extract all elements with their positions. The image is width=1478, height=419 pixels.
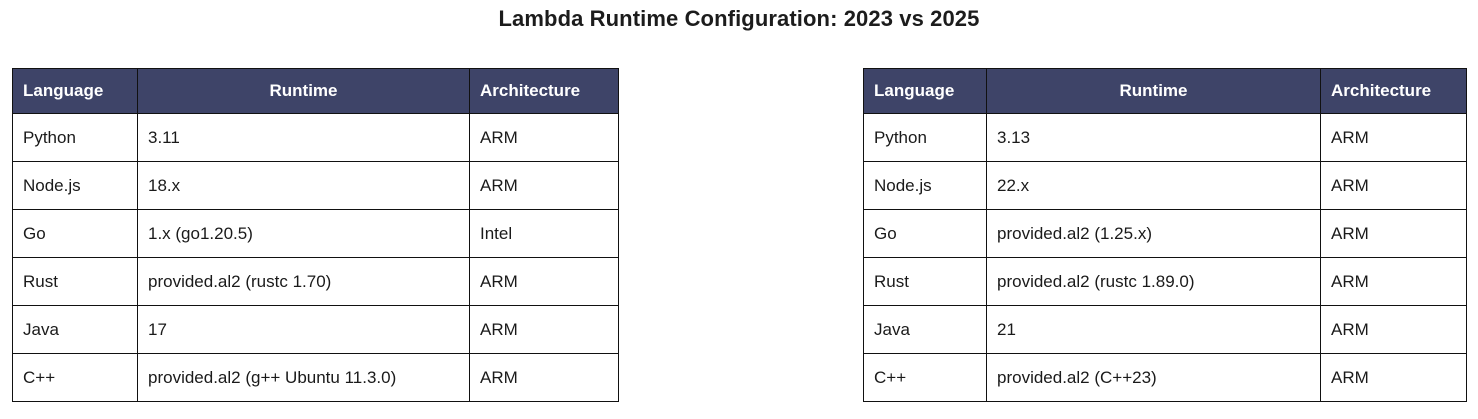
cell-language: Node.js xyxy=(12,161,138,210)
cell-runtime-text: 22.x xyxy=(997,175,1030,195)
cell-runtime: 22.x xyxy=(986,161,1321,210)
cell-runtime: 17 xyxy=(137,305,470,354)
column-header-architecture[interactable]: Architecture xyxy=(469,68,619,114)
cell-language: Python xyxy=(863,113,987,162)
cell-language: Go xyxy=(12,209,138,258)
cell-language: Rust xyxy=(12,257,138,306)
cell-architecture: ARM xyxy=(469,257,619,306)
column-header-architecture[interactable]: Architecture xyxy=(1320,68,1467,114)
table-header-row: Language Runtime Architecture xyxy=(12,68,619,114)
cell-runtime-text: provided.al2 (C++23) xyxy=(997,367,1157,387)
column-header-runtime[interactable]: Runtime xyxy=(986,68,1321,114)
cell-runtime-text: 1.x (go1.20.5) xyxy=(148,223,253,243)
table-row: C++ provided.al2 (g++ Ubuntu 11.3.0) ARM xyxy=(12,353,619,402)
column-header-runtime[interactable]: Runtime xyxy=(137,68,470,114)
cell-runtime: provided.al2 (rustc 1.70) xyxy=(137,257,470,306)
runtime-table-2025: Language Runtime Architecture Python 3.1… xyxy=(863,68,1467,402)
column-header-language[interactable]: Language xyxy=(863,68,987,114)
cell-architecture: ARM xyxy=(1320,113,1467,162)
table-row: Go 1.x (go1.20.5) Intel xyxy=(12,209,619,258)
cell-runtime-text: provided.al2 (rustc 1.70) xyxy=(148,271,332,291)
cell-runtime-text: 21 xyxy=(997,319,1016,339)
cell-runtime: provided.al2 (1.25.x) xyxy=(986,209,1321,258)
cell-language: Node.js xyxy=(863,161,987,210)
table-row: Rust provided.al2 (rustc 1.70) ARM xyxy=(12,257,619,306)
table-row: Java 17 ARM xyxy=(12,305,619,354)
cell-runtime: provided.al2 (C++23) xyxy=(986,353,1321,402)
cell-runtime: 21 xyxy=(986,305,1321,354)
cell-architecture: Intel xyxy=(469,209,619,258)
cell-runtime-text: 3.13 xyxy=(997,127,1031,147)
cell-architecture: ARM xyxy=(1320,257,1467,306)
cell-language: Rust xyxy=(863,257,987,306)
table-row: C++ provided.al2 (C++23) ARM xyxy=(863,353,1467,402)
cell-runtime: provided.al2 (rustc 1.89.0) xyxy=(986,257,1321,306)
table-header-row: Language Runtime Architecture xyxy=(863,68,1467,114)
cell-architecture: ARM xyxy=(1320,161,1467,210)
cell-architecture: ARM xyxy=(469,161,619,210)
cell-runtime-text: provided.al2 (rustc 1.89.0) xyxy=(997,271,1195,291)
cell-architecture: ARM xyxy=(1320,353,1467,402)
cell-language: Python xyxy=(12,113,138,162)
cell-runtime: 1.x (go1.20.5) xyxy=(137,209,470,258)
cell-architecture: ARM xyxy=(469,305,619,354)
cell-runtime-text: 3.11 xyxy=(148,127,180,147)
cell-architecture: ARM xyxy=(1320,305,1467,354)
cell-runtime: 3.11 xyxy=(137,113,470,162)
cell-runtime-text: 17 xyxy=(148,319,167,339)
table-row: Rust provided.al2 (rustc 1.89.0) ARM xyxy=(863,257,1467,306)
cell-runtime-text: 18.x xyxy=(148,175,181,195)
cell-language: C++ xyxy=(12,353,138,402)
table-row: Node.js 22.x ARM xyxy=(863,161,1467,210)
table-row: Go provided.al2 (1.25.x) ARM xyxy=(863,209,1467,258)
table-row: Python 3.11 ARM xyxy=(12,113,619,162)
cell-language: Java xyxy=(863,305,987,354)
table-row: Python 3.13 ARM xyxy=(863,113,1467,162)
cell-runtime: 18.x xyxy=(137,161,470,210)
runtime-table-2023: Language Runtime Architecture Python 3.1… xyxy=(12,68,619,402)
cell-language: C++ xyxy=(863,353,987,402)
table-row: Java 21 ARM xyxy=(863,305,1467,354)
cell-runtime-text: provided.al2 (g++ Ubuntu 11.3.0) xyxy=(148,367,397,387)
page-title: Lambda Runtime Configuration: 2023 vs 20… xyxy=(498,6,980,31)
cell-architecture: ARM xyxy=(469,113,619,162)
cell-runtime: 3.13 xyxy=(986,113,1321,162)
cell-runtime: provided.al2 (g++ Ubuntu 11.3.0) xyxy=(137,353,470,402)
column-header-language[interactable]: Language xyxy=(12,68,138,114)
cell-runtime-text: provided.al2 (1.25.x) xyxy=(997,223,1152,243)
table-row: Node.js 18.x ARM xyxy=(12,161,619,210)
cell-language: Java xyxy=(12,305,138,354)
cell-architecture: ARM xyxy=(469,353,619,402)
cell-language: Go xyxy=(863,209,987,258)
cell-architecture: ARM xyxy=(1320,209,1467,258)
